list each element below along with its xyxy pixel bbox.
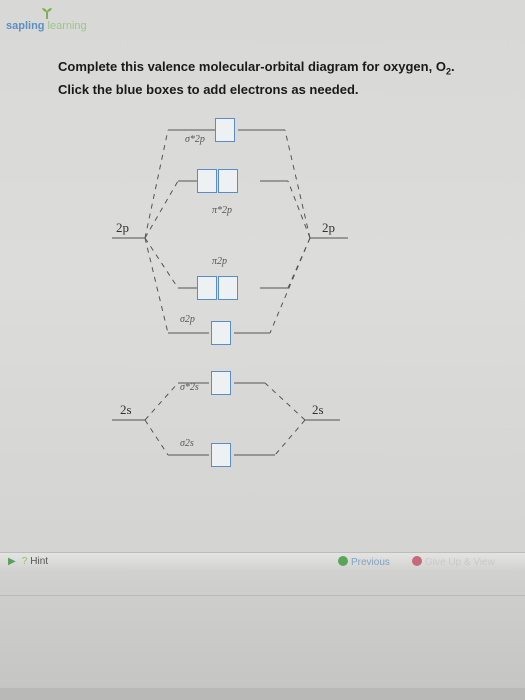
right-2s-label: 2s [312,402,324,417]
bottom-toolbar: ▶?Hint Previous Give Up & View [0,552,525,573]
lower-panel [0,572,525,700]
sigma-2s-star-box[interactable] [211,371,231,395]
hint-button[interactable]: ▶?Hint [8,556,48,567]
pi-2p-label: π2p [212,256,228,267]
previous-label: Previous [351,557,390,568]
sigma-2p-box[interactable] [211,321,231,345]
mo-diagram: σ*2p π*2p π2p σ2p σ*2s σ2s 2p 2p 2s 2s [100,110,380,480]
diagram-lines [112,129,348,456]
instruction-line-1: Complete this valence molecular-orbital … [58,58,518,81]
previous-button[interactable]: Previous [338,556,390,568]
sigma-2s-box[interactable] [211,443,231,467]
give-up-label: Give Up & View [425,557,495,568]
pi-2p-box-2[interactable] [218,276,238,300]
question-icon: ? [21,556,28,567]
left-2p-label: 2p [116,220,129,235]
divider [0,595,525,596]
pi-2p-star-label: π*2p [212,205,233,216]
leaf-icon [42,8,52,19]
give-up-icon [412,556,422,566]
give-up-button[interactable]: Give Up & View [412,556,495,568]
logo-word-sapling: sapling [6,20,45,32]
pi-2p-star-box-1[interactable] [197,169,217,193]
sigma-2p-star-label: σ*2p [185,134,205,145]
instruction-text-1: Complete this valence molecular-orbital … [58,59,446,74]
play-arrow-icon: ▶ [8,556,16,567]
sigma-2p-label: σ2p [180,314,195,325]
sigma-2p-star-box[interactable] [215,118,235,142]
previous-icon [338,556,348,566]
pi-2p-box-1[interactable] [197,276,217,300]
period: . [450,59,455,74]
left-2s-label: 2s [120,402,132,417]
right-2p-label: 2p [322,220,335,235]
pi-2p-star-box-2[interactable] [218,169,238,193]
subscript-2: 2 [445,66,451,77]
instructions: Complete this valence molecular-orbital … [58,58,518,98]
sigma-2s-label: σ2s [180,438,194,449]
instruction-line-2: Click the blue boxes to add electrons as… [58,81,359,97]
logo-word-learning: learning [47,20,87,32]
bottom-strip [0,688,525,700]
hint-label: Hint [30,556,49,567]
sigma-2s-star-label: σ*2s [180,382,199,393]
